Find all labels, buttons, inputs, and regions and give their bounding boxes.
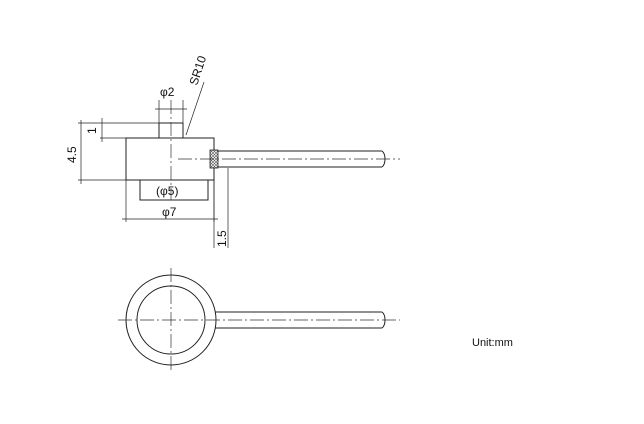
cable [218, 150, 382, 168]
body-diameter-label: φ7 [162, 205, 177, 219]
cable-offset-dimension [213, 168, 229, 248]
pin-height-label: 1 [85, 127, 99, 134]
total-height-dimension [78, 120, 126, 184]
total-height-label: 4.5 [65, 146, 79, 163]
pin-diameter-dimension [155, 100, 187, 123]
spherical-radius-leader [185, 81, 205, 136]
recess-diameter-label: (φ5) [156, 184, 178, 198]
side-view: φ2 SR10 1 4.5 φ7 (φ5) 1.5 [65, 54, 400, 248]
spherical-radius-label: SR10 [187, 54, 210, 87]
bottom-recess [139, 179, 209, 201]
top-view-cable [215, 311, 382, 329]
top-view [118, 268, 400, 372]
cable-offset-label: 1.5 [215, 230, 229, 247]
unit-label: Unit:mm [472, 337, 513, 349]
pin-height-dimension [100, 118, 159, 142]
pin-diameter-label: φ2 [160, 85, 175, 99]
